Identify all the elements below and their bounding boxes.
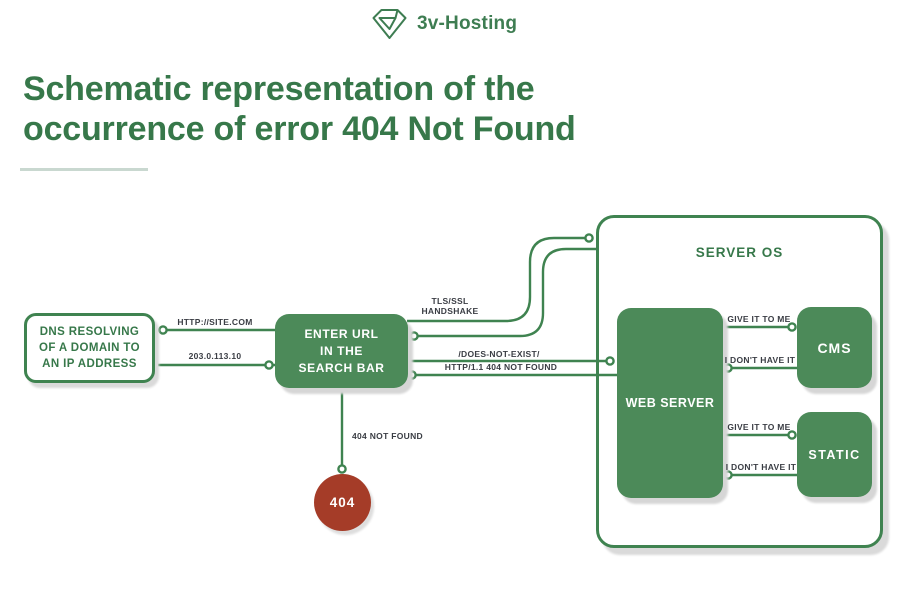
page-title-line2: occurrence of error 404 Not Found [23,110,576,148]
connector-dot [264,360,274,370]
connector-dot [787,322,797,332]
error-404-circle: 404 [314,474,371,531]
brand-name: 3v-Hosting [417,13,518,34]
connector-dot [407,370,417,380]
connector-dot [158,325,168,335]
connector-dot [409,331,419,341]
web-server-label: WEB SERVER [625,396,715,410]
edge-tls-request-line [407,236,586,323]
edge-label-404-not-found: 404 NOT FOUND [352,431,423,441]
edge-label-does-not-exist: /DOES-NOT-EXIST/ [458,349,540,359]
enter-url-node: ENTER URL IN THE SEARCH BAR [275,314,408,388]
connector-dot [337,464,347,474]
edge-label-cms-response: I DON'T HAVE IT [724,355,796,365]
edge-label-static-response: I DON'T HAVE IT [725,462,797,472]
cms-label: CMS [817,339,852,356]
edge-label-ip-address: 203.0.113.10 [188,351,242,361]
title-divider [20,168,148,171]
dns-node: DNS RESOLVING OF A DOMAIN TO AN IP ADDRE… [24,313,155,383]
web-server-node: WEB SERVER [617,308,723,498]
edge-label-tls-line2: HANDSHAKE [421,306,479,316]
enter-url-label-line1: ENTER URL [304,326,379,341]
edge-tls-response-line [414,247,598,338]
enter-url-label-line3: SEARCH BAR [298,360,385,375]
gem-icon [372,9,407,39]
connector-dot [723,470,733,480]
cms-node: CMS [797,307,872,388]
edge-label-static-request: GIVE IT TO ME [727,422,791,432]
edge-label-tls-line1: TLS/SSL [431,296,469,306]
edge-label-tls-handshake: TLS/SSL HANDSHAKE [421,296,478,316]
brand-logo: 3v-Hosting [371,8,517,40]
edge-label-http-site: HTTP://SITE.COM [177,317,253,327]
connector-dot [584,233,594,243]
dns-node-label-line1: DNS RESOLVING [39,326,140,338]
page-title-line1: Schematic representation of the [23,70,535,108]
edge-label-cms-request: GIVE IT TO ME [727,314,791,324]
connector-dot [605,356,615,366]
enter-url-label-line2: IN THE [320,343,363,358]
dns-node-label-line3: AN IP ADDRESS [42,358,137,370]
static-label: STATIC [808,447,861,462]
connector-dot [723,363,733,373]
edge-label-http-404: HTTP/1.1 404 NOT FOUND [444,362,558,372]
page-title: Schematic representation of the occurren… [23,69,576,149]
server-os-label: SERVER OS [695,245,784,260]
connector-dot [787,430,797,440]
static-node: STATIC [797,412,872,497]
error-404-label: 404 [329,495,356,510]
dns-node-label-line2: OF A DOMAIN TO [38,342,140,354]
